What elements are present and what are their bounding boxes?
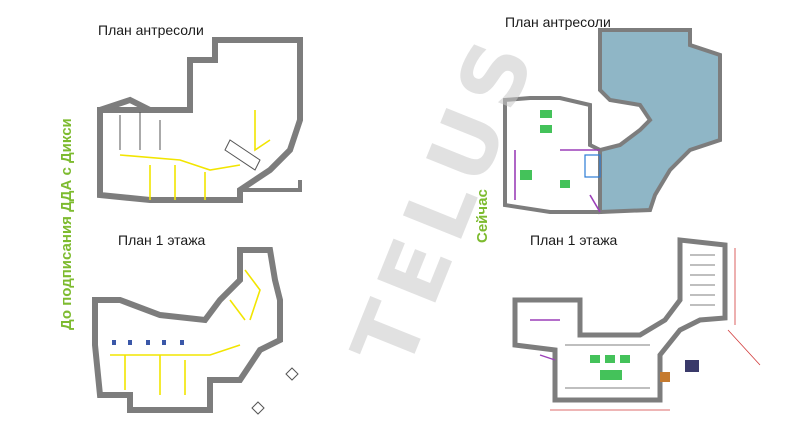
purple-lines-right-bottom bbox=[530, 319, 560, 361]
thin-lines-left-top bbox=[119, 112, 261, 171]
shelving-right-bottom bbox=[565, 254, 715, 389]
label-left-bottom-floor1: План 1 этажа bbox=[118, 232, 206, 248]
plan-right-floor1 bbox=[512, 237, 728, 403]
label-left-top-mezzanine: План антресоли bbox=[98, 22, 204, 38]
plan-right-mezzanine bbox=[503, 28, 722, 215]
plan-left-floor1 bbox=[92, 247, 283, 413]
label-right-top-mezzanine: План антресоли bbox=[505, 14, 611, 30]
green-fixtures-right-top bbox=[520, 110, 570, 188]
yellow-partitions-left-bottom bbox=[110, 269, 261, 395]
plan-left-mezzanine bbox=[97, 37, 303, 203]
label-right-bottom-floor1: План 1 этажа bbox=[530, 232, 618, 248]
diamonds-left-bottom bbox=[251, 367, 299, 415]
small-markers-left-bottom bbox=[112, 340, 184, 345]
blue-lines-right-top bbox=[584, 154, 601, 178]
red-dimensions-right-bottom bbox=[550, 248, 761, 411]
yellow-partitions-left-top bbox=[119, 110, 271, 200]
purple-lines-right-top bbox=[514, 149, 601, 213]
fixtures-right-bottom bbox=[590, 355, 630, 380]
dark-block-right-bottom bbox=[660, 360, 699, 382]
